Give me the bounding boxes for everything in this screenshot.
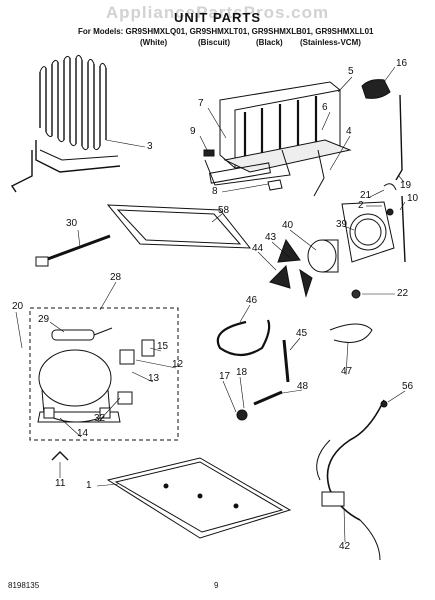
callout-29: 29 — [38, 314, 50, 325]
callout-16: 16 — [396, 58, 408, 69]
callout-46: 46 — [246, 295, 258, 306]
callout-5: 5 — [348, 66, 354, 77]
callout-32: 32 — [94, 413, 106, 424]
compressor-group-box — [29, 307, 179, 441]
callout-19: 19 — [400, 180, 412, 191]
screw-part — [203, 149, 215, 157]
callout-39: 39 — [336, 219, 348, 230]
callout-10: 10 — [407, 193, 419, 204]
callout-2: 2 — [358, 200, 364, 211]
callout-22: 22 — [397, 288, 409, 299]
callout-47: 47 — [341, 366, 353, 377]
color-biscuit: (Biscuit) — [198, 38, 230, 47]
callout-17: 17 — [219, 371, 231, 382]
color-white: (White) — [140, 38, 168, 47]
callout-58: 58 — [218, 205, 230, 216]
callout-6: 6 — [322, 102, 328, 113]
clip-part — [267, 179, 283, 191]
color-stainless: (Stainless-VCM) — [300, 38, 361, 47]
fan-shroud-part — [341, 201, 395, 263]
compressor-part — [37, 327, 121, 423]
callout-44: 44 — [252, 243, 264, 254]
callout-13: 13 — [148, 373, 160, 384]
cap-part — [361, 79, 391, 99]
callout-8: 8 — [212, 186, 218, 197]
callout-43: 43 — [265, 232, 277, 243]
callout-21: 21 — [360, 190, 372, 201]
tube-part — [395, 94, 403, 181]
evaporator-assembly-part — [204, 81, 352, 186]
callout-20: 20 — [12, 301, 24, 312]
callout-28: 28 — [110, 272, 122, 283]
watermark: AppliancePartsPros.com — [105, 3, 330, 22]
clip-11-part — [51, 451, 69, 461]
callout-40: 40 — [282, 220, 294, 231]
callout-12: 12 — [172, 359, 184, 370]
base-plate-part — [106, 457, 292, 539]
callout-4: 4 — [346, 126, 352, 137]
callout-56: 56 — [402, 381, 414, 392]
callout-48: 48 — [297, 381, 309, 392]
document-number: 8198135 — [8, 581, 40, 590]
drain-pan-part — [106, 204, 252, 249]
callout-11: 11 — [55, 478, 66, 489]
callout-30: 30 — [66, 218, 78, 229]
page-title: UNIT PARTS — [173, 10, 262, 25]
capacitor-part — [117, 391, 133, 405]
washer-part — [236, 409, 248, 421]
callout-1: 1 — [86, 480, 92, 491]
clamp-part — [383, 183, 397, 191]
overload-part — [141, 339, 155, 357]
bolt-part — [282, 339, 290, 383]
wiring-harness-part — [316, 399, 388, 561]
relay-part — [119, 349, 135, 365]
wire-loop-part — [329, 323, 373, 343]
callout-7: 7 — [198, 98, 204, 109]
hose-part — [216, 319, 271, 357]
callout-42: 42 — [339, 541, 351, 552]
wire-part — [313, 149, 325, 197]
models-line: For Models: GR9SHMXLQ01, GR9SHMXLT01, GR… — [78, 27, 374, 36]
fan-motor-part — [269, 238, 339, 298]
callout-9: 9 — [190, 126, 196, 137]
heater-rod-part — [44, 234, 111, 262]
grommet-part — [351, 289, 361, 299]
callout-3: 3 — [147, 141, 153, 152]
condenser-coil-part — [10, 54, 121, 193]
callout-14: 14 — [77, 428, 89, 439]
color-black: (Black) — [256, 38, 283, 47]
page-number: 9 — [214, 581, 219, 590]
callout-15: 15 — [157, 341, 169, 352]
callout-45: 45 — [296, 328, 308, 339]
callout-18: 18 — [236, 367, 248, 378]
